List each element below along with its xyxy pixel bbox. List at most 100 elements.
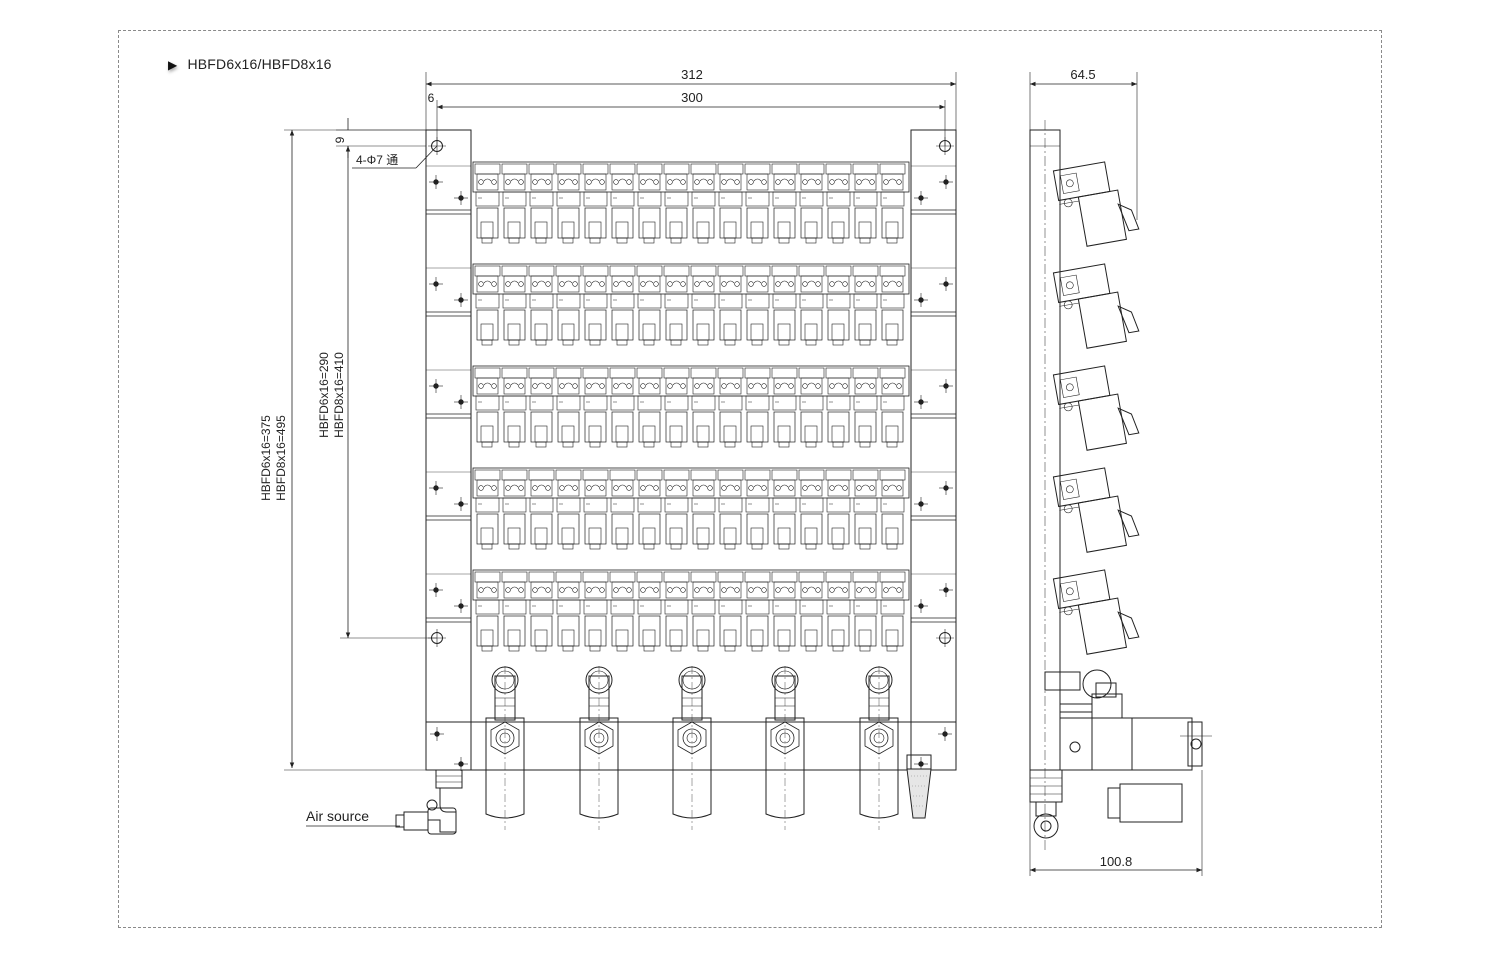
screw — [429, 481, 443, 495]
valve — [771, 367, 798, 448]
side-view — [1029, 72, 1212, 876]
pressure-regulator — [859, 666, 899, 830]
valve — [690, 571, 717, 652]
valve — [690, 469, 717, 550]
screw — [939, 379, 953, 393]
valve — [501, 163, 528, 244]
rail-markings — [426, 137, 956, 771]
valve — [528, 367, 555, 448]
screw — [939, 481, 953, 495]
valve — [825, 163, 852, 244]
valve — [582, 265, 609, 346]
dim-hole-height-6x16: HBFD6x16=290 — [317, 352, 331, 438]
valve — [879, 367, 906, 448]
screw — [914, 191, 928, 205]
valve — [609, 367, 636, 448]
model-title-text: HBFD6x16/HBFD8x16 — [187, 56, 332, 72]
air-inlet-fitting — [395, 769, 463, 835]
front-view — [306, 129, 957, 835]
valve — [744, 265, 771, 346]
valve — [501, 469, 528, 550]
valve — [474, 163, 501, 244]
valve — [474, 265, 501, 346]
valve — [771, 265, 798, 346]
valve-row-base — [472, 263, 910, 295]
side-valves — [1052, 161, 1140, 655]
valve — [528, 163, 555, 244]
dim-side-bottom-width: 100.8 — [1100, 854, 1133, 869]
valve — [825, 265, 852, 346]
valve — [582, 163, 609, 244]
screw — [454, 395, 468, 409]
valve — [609, 163, 636, 244]
screw — [430, 727, 444, 741]
valve — [744, 469, 771, 550]
valve — [636, 163, 663, 244]
valve — [798, 469, 825, 550]
valve — [717, 469, 744, 550]
valve — [663, 571, 690, 652]
valve — [582, 367, 609, 448]
valve-row-base — [472, 365, 910, 397]
valve — [582, 469, 609, 550]
valve — [555, 367, 582, 448]
pressure-regulator — [485, 666, 525, 830]
mount-hole — [936, 629, 954, 647]
valve — [528, 469, 555, 550]
valve — [609, 571, 636, 652]
valve — [663, 367, 690, 448]
valve-row — [472, 467, 910, 550]
dim-overall-height-8x16: HBFD8x16=495 — [274, 415, 288, 501]
screw — [914, 599, 928, 613]
screw — [454, 497, 468, 511]
valve — [852, 469, 879, 550]
side-valve — [1052, 263, 1140, 349]
screw — [939, 583, 953, 597]
valve — [636, 265, 663, 346]
valve — [609, 265, 636, 346]
valve-row — [472, 365, 910, 448]
regulators — [485, 666, 899, 830]
silencer — [906, 754, 932, 819]
screw — [429, 277, 443, 291]
valve — [879, 571, 906, 652]
valve — [501, 367, 528, 448]
valve — [825, 469, 852, 550]
valve — [852, 571, 879, 652]
valve — [825, 571, 852, 652]
air-source-label: Air source — [306, 808, 369, 824]
screw — [454, 191, 468, 205]
valve — [501, 265, 528, 346]
valve — [636, 469, 663, 550]
valve — [879, 265, 906, 346]
valve — [852, 367, 879, 448]
valve — [555, 469, 582, 550]
valve — [717, 367, 744, 448]
side-valve — [1052, 569, 1140, 655]
dim-hole-spacing: 300 — [681, 90, 703, 105]
valve — [501, 571, 528, 652]
screw — [914, 497, 928, 511]
screw — [429, 583, 443, 597]
dashed-border-frame — [118, 30, 1382, 928]
valve-row-base — [472, 569, 910, 601]
dim-total-width: 312 — [681, 67, 703, 82]
dim-hole-height-8x16: HBFD8x16=410 — [332, 352, 346, 438]
valve — [771, 163, 798, 244]
valve — [474, 469, 501, 550]
valve — [717, 265, 744, 346]
pressure-regulator — [672, 666, 712, 830]
dim-overall-height-6x16: HBFD6x16=375 — [259, 415, 273, 501]
valve — [744, 163, 771, 244]
valve — [879, 163, 906, 244]
valve — [690, 367, 717, 448]
valve — [879, 469, 906, 550]
valve — [663, 163, 690, 244]
left-rail — [425, 129, 472, 771]
pressure-regulator — [765, 666, 805, 830]
valve — [717, 571, 744, 652]
screw — [429, 175, 443, 189]
valve — [744, 571, 771, 652]
side-valve — [1052, 467, 1140, 553]
